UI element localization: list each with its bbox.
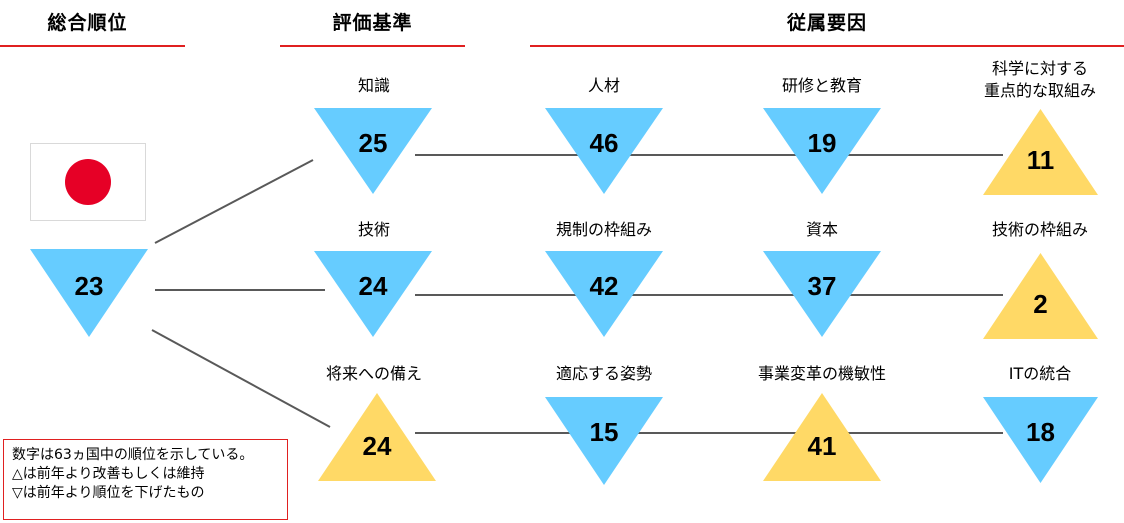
triangle-up-shape <box>983 253 1098 339</box>
triangle-fill <box>983 109 1098 195</box>
factor-rank-training-education: 19 <box>807 128 837 158</box>
factor-rank-business-agility: 41 <box>807 431 837 461</box>
factor-rank-science-focus: 11 <box>1026 145 1055 175</box>
factor-triangle-adaptive-attitude: 15 <box>545 397 663 485</box>
factor-rank-talent: 46 <box>589 128 619 158</box>
triangle-fill <box>983 253 1098 339</box>
factor-triangle-technology-framework: 2 <box>983 253 1098 339</box>
factor-label-adaptive-attitude: 適応する姿勢 <box>555 364 652 383</box>
factor-rank-adaptive-attitude: 15 <box>589 417 619 447</box>
japan-flag <box>30 143 146 221</box>
triangle-fill <box>545 397 663 485</box>
header-overall: 総合順位 <box>47 12 128 34</box>
triangle-down-shape <box>545 108 663 194</box>
factor-label-it-integration: ITの統合 <box>1008 364 1072 383</box>
factor-triangle-it-integration: 18 <box>983 397 1098 483</box>
header-underline-criteria <box>280 45 465 47</box>
triangle-down-shape <box>763 108 881 194</box>
legend-line-2: △は前年より改善もしくは維持 <box>12 466 205 482</box>
factor-rank-it-integration: 18 <box>1026 417 1055 447</box>
criterion-label-technology: 技術 <box>357 220 390 239</box>
header-criteria: 評価基準 <box>332 12 413 34</box>
factor-label-technology-framework: 技術の枠組み <box>991 220 1088 239</box>
factor-triangle-science-focus: 11 <box>983 109 1098 195</box>
overall-rank-triangle: 23 <box>30 249 148 337</box>
triangle-fill <box>545 251 663 337</box>
header-factors: 従属要因 <box>786 12 867 34</box>
overall-rank-value: 23 <box>74 271 104 301</box>
criterion-triangle-knowledge: 25 <box>314 108 432 194</box>
factor-label-training-education: 研修と教育 <box>781 76 862 95</box>
factor-label-science-focus: 科学に対する 重点的な取組み <box>960 58 1120 102</box>
factor-label-regulatory-framework: 規制の枠組み <box>555 220 652 239</box>
triangle-down-shape <box>314 251 432 337</box>
factor-triangle-capital: 37 <box>763 251 881 337</box>
legend-note: 数字は63ヵ国中の順位を示している。 △は前年より改善もしくは維持 ▽は前年より… <box>3 439 288 520</box>
legend-line-1: 数字は63ヵ国中の順位を示している。 <box>12 447 254 463</box>
factor-label-science-focus-line2: 重点的な取組み <box>983 81 1096 100</box>
triangle-down-shape <box>545 251 663 337</box>
factor-label-business-agility: 事業変革の機敏性 <box>757 364 886 383</box>
legend-line-3: ▽は前年より順位を下げたもの <box>12 485 205 501</box>
factor-triangle-regulatory-framework: 42 <box>545 251 663 337</box>
triangle-fill <box>763 393 881 481</box>
triangle-up-shape <box>318 393 436 481</box>
triangle-fill <box>983 397 1098 483</box>
factor-rank-capital: 37 <box>807 271 837 301</box>
connector-overall-knowledge <box>154 159 314 244</box>
triangle-down-shape <box>314 108 432 194</box>
triangle-up-shape <box>983 109 1098 195</box>
header-underline-factors <box>530 45 1124 47</box>
triangle-fill <box>763 108 881 194</box>
triangle-down-shape <box>30 249 148 337</box>
factor-triangle-training-education: 19 <box>763 108 881 194</box>
triangle-down-shape <box>983 397 1098 483</box>
connector-overall-future <box>151 329 331 428</box>
factor-rank-technology-framework: 2 <box>1033 289 1048 319</box>
triangle-up-shape <box>763 393 881 481</box>
criterion-triangle-future-readiness: 24 <box>318 393 436 481</box>
criterion-label-knowledge: 知識 <box>357 76 390 95</box>
factor-label-science-focus-line1: 科学に対する <box>991 59 1088 78</box>
triangle-down-shape <box>763 251 881 337</box>
factor-triangle-business-agility: 41 <box>763 393 881 481</box>
header-underline-overall <box>0 45 185 47</box>
factor-rank-regulatory-framework: 42 <box>589 271 619 301</box>
criterion-rank-future-readiness: 24 <box>362 431 392 461</box>
triangle-fill <box>318 393 436 481</box>
criterion-triangle-technology: 24 <box>314 251 432 337</box>
factor-label-capital: 資本 <box>805 220 838 239</box>
triangle-fill <box>763 251 881 337</box>
factor-label-talent: 人材 <box>587 76 620 95</box>
factor-triangle-talent: 46 <box>545 108 663 194</box>
triangle-fill <box>314 251 432 337</box>
triangle-fill <box>30 249 148 337</box>
flag-sun <box>65 159 111 205</box>
criterion-rank-technology: 24 <box>358 271 388 301</box>
triangle-down-shape <box>545 397 663 485</box>
triangle-fill <box>314 108 432 194</box>
triangle-fill <box>545 108 663 194</box>
criterion-rank-knowledge: 25 <box>358 128 388 158</box>
criterion-label-future-readiness: 将来への備え <box>325 364 422 383</box>
